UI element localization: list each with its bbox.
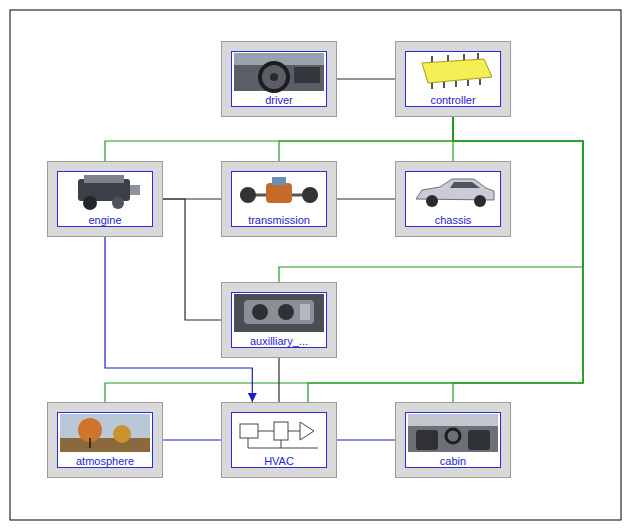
connector-line [308, 117, 583, 402]
component-box: cabin [396, 403, 510, 477]
driver-picture [234, 53, 324, 91]
component-label: driver [263, 94, 295, 106]
component-label: chassis [433, 214, 474, 226]
component-box: atmosphere [48, 403, 162, 477]
connector-line [337, 439, 395, 440]
component-label: HVAC [262, 455, 296, 467]
connector-line [337, 78, 395, 79]
component-label: transmission [246, 214, 312, 226]
component-box: engine [48, 162, 162, 236]
engine-picture [60, 173, 150, 211]
controller-picture [408, 53, 498, 91]
component-box: HVAC [222, 403, 336, 477]
atmosphere-picture [60, 414, 150, 452]
connector-line [278, 358, 279, 402]
component-box: controller [396, 42, 510, 116]
connector-line [105, 117, 453, 161]
connector-line [453, 117, 583, 402]
connector-line [105, 117, 583, 402]
connector-line [163, 199, 221, 320]
component-label: cabin [438, 455, 468, 467]
chassis-picture [408, 173, 498, 211]
frame-border [10, 10, 621, 520]
cabin-picture [408, 414, 498, 452]
auxiliary-picture [234, 294, 324, 332]
connector-line [279, 117, 453, 161]
hvac-picture [234, 414, 324, 452]
component-box: chassis [396, 162, 510, 236]
component-box: auxilliary_... [222, 283, 336, 357]
component-label: engine [86, 214, 123, 226]
connector-line [163, 439, 221, 440]
component-box: driver [222, 42, 336, 116]
component-label: auxilliary_... [248, 335, 310, 347]
component-label: atmosphere [74, 455, 136, 467]
transmission-picture [234, 173, 324, 211]
connector-line [337, 198, 395, 199]
component-label: controller [428, 94, 477, 106]
connector-line [279, 117, 583, 282]
component-box: transmission [222, 162, 336, 236]
